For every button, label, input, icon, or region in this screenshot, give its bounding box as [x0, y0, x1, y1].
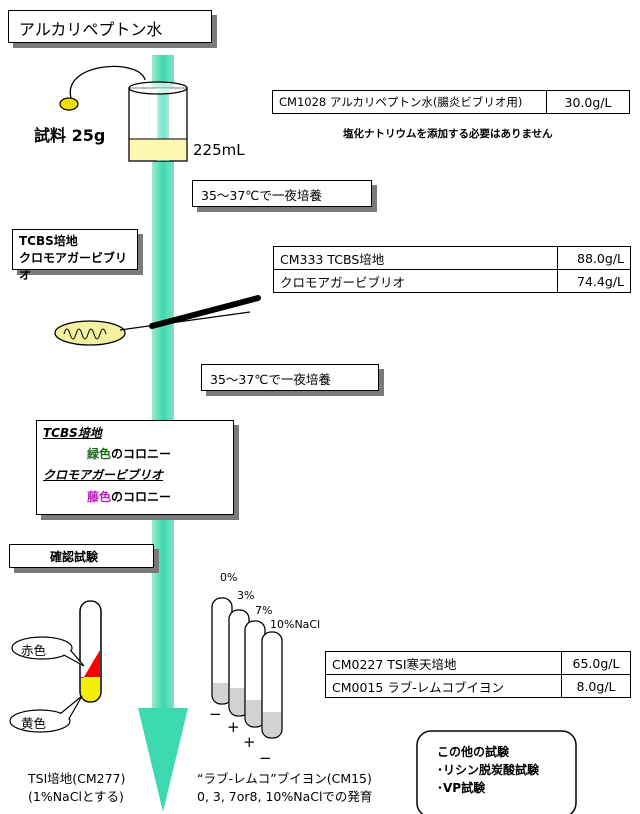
sample-drop-icon [59, 65, 146, 111]
media-product-table: CM333 TCBS培地 88.0g/L クロモアガービブリオ 74.4g/L [273, 246, 631, 293]
product-name: CM0015 ラブ-レムコブイヨン [325, 674, 562, 698]
tsi-tube-icon [79, 600, 102, 703]
nacl-label-7: 7% [255, 604, 273, 617]
tsi-caption-line-2: (1%NaClとする) [28, 789, 124, 804]
broth-caption-line-1: “ラブ-レムコ”ブイヨン(CM15) [197, 771, 372, 786]
media-heading-line-2: クロモアガービブリオ [19, 251, 128, 282]
beaker-icon [128, 81, 188, 162]
product-amount: 74.4g/L [557, 269, 631, 293]
product-amount: 65.0g/L [561, 651, 631, 675]
volume-label: 225mL [193, 141, 245, 159]
sample-label: 試料 25g [34, 126, 106, 145]
tsi-caption: TSI培地(CM277) (1%NaClとする) [28, 770, 125, 806]
colony-chrom-result: 藤色のコロニー [87, 488, 171, 505]
product-name: CM333 TCBS培地 [273, 246, 558, 270]
incubation-box-1: 35〜37℃で一夜培養 [192, 180, 372, 207]
table-row: CM333 TCBS培地 88.0g/L [273, 246, 631, 270]
broth-caption-line-2: 0, 3, 7or8, 10%NaClでの発育 [197, 789, 373, 804]
colony-chrom-label: クロモアガービブリオ [43, 468, 164, 482]
apw-product-table: CM1028 アルカリペプトン水(腸炎ビブリオ用) 30.0g/L [272, 90, 630, 114]
table-row: CM1028 アルカリペプトン水(腸炎ビブリオ用) 30.0g/L [272, 90, 630, 114]
other-tests-title: この他の試験 [437, 745, 510, 759]
confirm-test-box: 確認試験 [9, 544, 154, 568]
broth-caption: “ラブ-レムコ”ブイヨン(CM15) 0, 3, 7or8, 10%NaClでの… [197, 770, 372, 806]
nacl-label-10: 10%NaCl [270, 618, 321, 631]
media-heading-line-1: TCBS培地 [19, 234, 78, 248]
colony-suffix: のコロニー [111, 447, 172, 461]
petri-dish-icon [54, 295, 261, 346]
title-box: アルカリペプトン水 [8, 10, 212, 43]
nacl-label-0: 0% [220, 571, 238, 584]
page-title: アルカリペプトン水 [19, 20, 163, 39]
growth-sign: − [259, 749, 272, 767]
growth-sign: − [209, 705, 222, 723]
product-name: CM1028 アルカリペプトン水(腸炎ビブリオ用) [272, 90, 547, 114]
media-heading-box: TCBS培地 クロモアガービブリオ [12, 229, 138, 282]
growth-sign: + [227, 718, 240, 736]
yellow-callout-label: 黄色 [21, 716, 47, 731]
incubation-box-2: 35〜37℃で一夜培養 [201, 364, 379, 391]
product-amount: 8.0g/L [561, 674, 631, 698]
table-row: CM0015 ラブ-レムコブイヨン 8.0g/L [325, 674, 631, 698]
broth-tubes-icon [211, 597, 283, 739]
colony-tcbs-result: 緑色のコロニー [87, 445, 171, 462]
flow-arrow [138, 55, 188, 812]
product-amount: 88.0g/L [557, 246, 631, 270]
colony-box: TCBS培地 緑色のコロニー クロモアガービブリオ 藤色のコロニー [36, 420, 234, 515]
nacl-label-3: 3% [237, 589, 255, 602]
colony-tcbs-label: TCBS培地 [43, 426, 102, 440]
salt-note: 塩化ナトリウムを添加する必要はありません [343, 128, 553, 140]
other-test-item: ･リシン脱炭酸試験 [437, 763, 540, 777]
green-color-word: 緑色 [87, 447, 112, 461]
mauve-color-word: 藤色 [87, 490, 112, 504]
red-callout [11, 636, 85, 667]
table-row: CM0227 TSI寒天培地 65.0g/L [325, 651, 631, 675]
product-name: CM0227 TSI寒天培地 [325, 651, 562, 675]
confirm-product-table: CM0227 TSI寒天培地 65.0g/L CM0015 ラブ-レムコブイヨン… [325, 651, 631, 698]
growth-sign: + [243, 733, 256, 751]
colony-suffix: のコロニー [111, 490, 172, 504]
product-name: クロモアガービブリオ [273, 269, 558, 293]
product-amount: 30.0g/L [546, 90, 630, 114]
yellow-callout [9, 695, 83, 733]
incubation-label-1: 35〜37℃で一夜培養 [201, 188, 322, 203]
table-row: クロモアガービブリオ 74.4g/L [273, 269, 631, 293]
other-tests-frame [416, 730, 577, 814]
incubation-label-2: 35〜37℃で一夜培養 [210, 372, 331, 387]
other-tests-text: この他の試験 ･リシン脱炭酸試験 ･VP試験 [437, 743, 539, 797]
confirm-test-label: 確認試験 [50, 550, 99, 564]
other-test-item: ･VP試験 [437, 781, 486, 795]
tsi-caption-line-1: TSI培地(CM277) [28, 771, 126, 786]
red-callout-label: 赤色 [21, 643, 47, 658]
